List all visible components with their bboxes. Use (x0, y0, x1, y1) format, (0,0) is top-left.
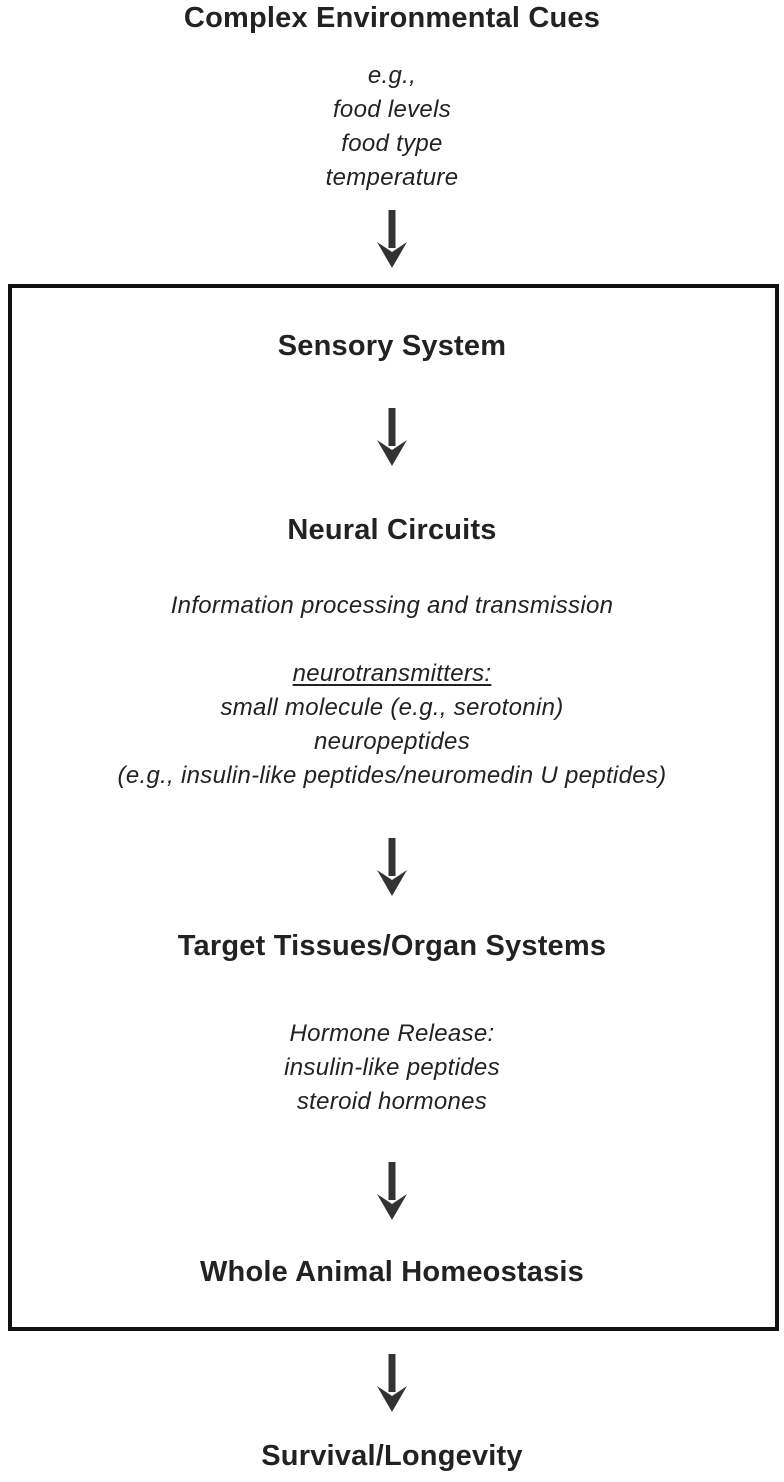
down-arrow-icon (377, 408, 407, 466)
hormone-release-heading: Hormone Release: (289, 1020, 495, 1047)
down-arrow-icon (377, 210, 407, 268)
insulin-like-peptides-text: insulin-like peptides (284, 1054, 500, 1081)
down-arrow-icon (377, 838, 407, 896)
information-processing-text: Information processing and transmission (170, 592, 614, 619)
peptide-examples-text: (e.g., insulin-like peptides/neuromedin … (117, 762, 667, 789)
small-molecule-text: small molecule (e.g., serotonin) (220, 694, 564, 721)
whole-animal-homeostasis-label: Whole Animal Homeostasis (199, 1256, 585, 1288)
sensory-system-label: Sensory System (277, 330, 507, 362)
target-tissues-label: Target Tissues/Organ Systems (177, 930, 607, 962)
examples-intro: e.g., (367, 62, 417, 89)
survival-longevity-label: Survival/Longevity (261, 1440, 523, 1472)
neurotransmitters-heading: neurotransmitters: (292, 660, 492, 687)
environmental-cues-title: Complex Environmental Cues (183, 2, 601, 34)
neuropeptides-text: neuropeptides (313, 728, 471, 755)
down-arrow-icon (377, 1354, 407, 1412)
neurotransmitters-row: neurotransmitters: (0, 660, 784, 688)
example-temperature: temperature (325, 164, 459, 191)
down-arrow-icon (377, 1162, 407, 1220)
example-food-levels: food levels (332, 96, 452, 123)
process-box-frame (8, 284, 779, 1331)
neural-circuits-label: Neural Circuits (287, 514, 497, 546)
steroid-hormones-text: steroid hormones (296, 1088, 488, 1115)
example-food-type: food type (341, 130, 443, 157)
